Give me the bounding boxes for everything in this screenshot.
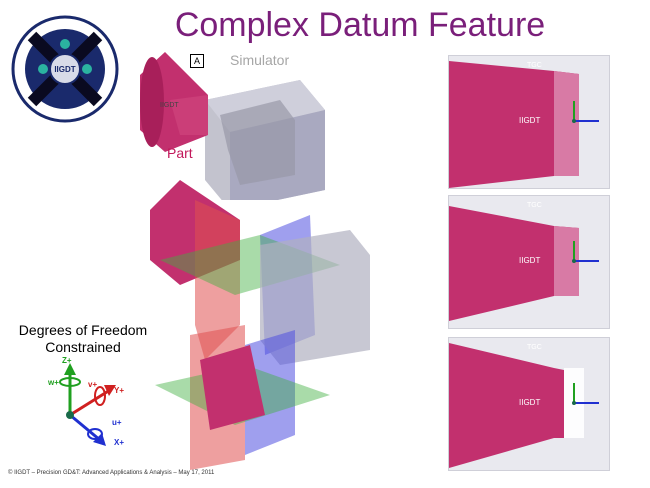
slide-footer: © IIGDT – Precision GD&T: Advanced Appli… bbox=[8, 470, 215, 476]
panel-2-tgc: TGC bbox=[527, 202, 542, 209]
panel-2-marker: IIGDT bbox=[519, 256, 541, 265]
axis-y-label: Y+ bbox=[114, 386, 125, 395]
panel-3-tgc: TGC bbox=[527, 344, 542, 351]
axis-v-label: v+ bbox=[88, 380, 98, 389]
axis-z-label: Z+ bbox=[62, 356, 72, 365]
scene-datum-planes bbox=[140, 175, 375, 365]
part-marker: IIGDT bbox=[160, 102, 179, 109]
view-panel-3: TGC IIGDT bbox=[448, 337, 610, 471]
logo-center-text: IIGDT bbox=[54, 65, 75, 74]
view-panel-2: TGC IIGDT bbox=[448, 195, 610, 329]
dof-axis-symbol: Z+ w+ v+ Y+ u+ X+ bbox=[40, 356, 140, 460]
axis-x-label: X+ bbox=[114, 438, 125, 447]
dof-title-line1: Degrees of Freedom bbox=[18, 322, 148, 338]
panel-3-marker: IIGDT bbox=[519, 398, 541, 407]
scene-datum-frame bbox=[155, 325, 345, 470]
dof-title: Degrees of Freedom Constrained bbox=[18, 322, 148, 356]
datum-a-flag: A bbox=[190, 54, 204, 68]
iigdt-logo: IIGDT bbox=[10, 14, 120, 124]
panel-1-tgc: TGC bbox=[527, 62, 542, 69]
dof-title-line2: Constrained bbox=[45, 339, 121, 355]
scene-part-simulator bbox=[130, 40, 330, 210]
part-label: Part bbox=[167, 145, 193, 161]
slide-title: Complex Datum Feature bbox=[174, 6, 546, 44]
simulator-label: Simulator bbox=[230, 52, 290, 68]
axis-w-label: w+ bbox=[48, 378, 59, 387]
panel-1-marker: IIGDT bbox=[519, 116, 541, 125]
axis-u-label: u+ bbox=[112, 418, 122, 427]
view-panel-1: TGC IIGDT bbox=[448, 55, 610, 189]
